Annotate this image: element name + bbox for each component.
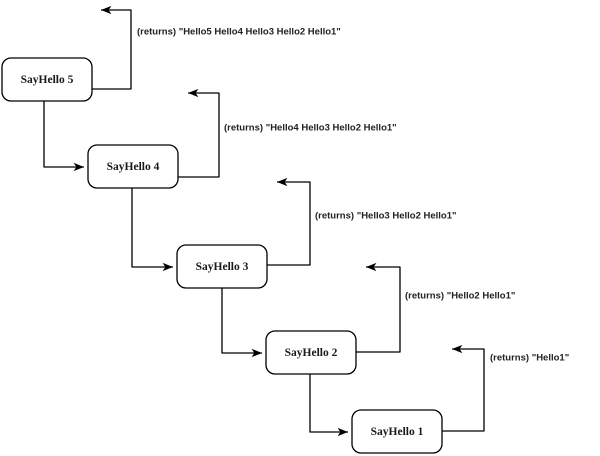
- node-sayhello1[interactable]: SayHello 1: [351, 409, 443, 454]
- node-box-sayhello2[interactable]: [265, 330, 357, 375]
- node-box-sayhello5[interactable]: [1, 57, 93, 102]
- node-box-sayhello4[interactable]: [87, 144, 179, 189]
- node-label-sayhello5: SayHello 5: [21, 74, 74, 86]
- node-box-sayhello1[interactable]: [351, 409, 443, 454]
- call-edges-group: [43, 101, 348, 437]
- node-boxes-group: SayHello 5 SayHello 4 SayHello 3 SayHello 2…: [1, 57, 443, 454]
- return-arrow-sayhello3: [267, 177, 311, 266]
- return-label-sayhello4: (returns) "Hello4 Hello3 Hello2 Hello1": [224, 123, 397, 134]
- return-arrow-sayhello2: [356, 262, 401, 353]
- return-arrow-sayhello4: [178, 88, 220, 178]
- return-edges-group: [92, 5, 485, 432]
- return-label-sayhello5: (returns) "Hello5 Hello4 Hello3 Hello2 H…: [137, 27, 341, 38]
- call-arrow-sayhello2-to-sayhello1: [309, 374, 348, 437]
- node-sayhello5[interactable]: SayHello 5: [1, 57, 93, 102]
- call-arrow-sayhello4-to-sayhello3: [131, 188, 173, 272]
- node-label-sayhello1: SayHello 1: [371, 426, 424, 438]
- node-sayhello3[interactable]: SayHello 3: [176, 244, 268, 289]
- return-arrow-sayhello1: [442, 344, 485, 432]
- node-label-sayhello4: SayHello 4: [107, 161, 160, 173]
- return-arrow-sayhello5: [92, 5, 132, 90]
- node-label-sayhello3: SayHello 3: [196, 261, 249, 273]
- node-box-sayhello3[interactable]: [176, 244, 268, 289]
- return-label-sayhello3: (returns) "Hello3 Hello2 Hello1": [315, 211, 457, 222]
- return-label-sayhello2: (returns) "Hello2 Hello1": [405, 291, 515, 302]
- call-arrow-sayhello3-to-sayhello2: [221, 288, 262, 358]
- node-sayhello4[interactable]: SayHello 4: [87, 144, 179, 189]
- call-arrow-sayhello5-to-sayhello4: [43, 101, 84, 172]
- return-labels-group: (returns) "Hello5 Hello4 Hello3 Hello2 H…: [137, 27, 569, 364]
- node-sayhello2[interactable]: SayHello 2: [265, 330, 357, 375]
- node-label-sayhello2: SayHello 2: [285, 347, 338, 359]
- return-label-sayhello1: (returns) "Hello1": [490, 353, 569, 364]
